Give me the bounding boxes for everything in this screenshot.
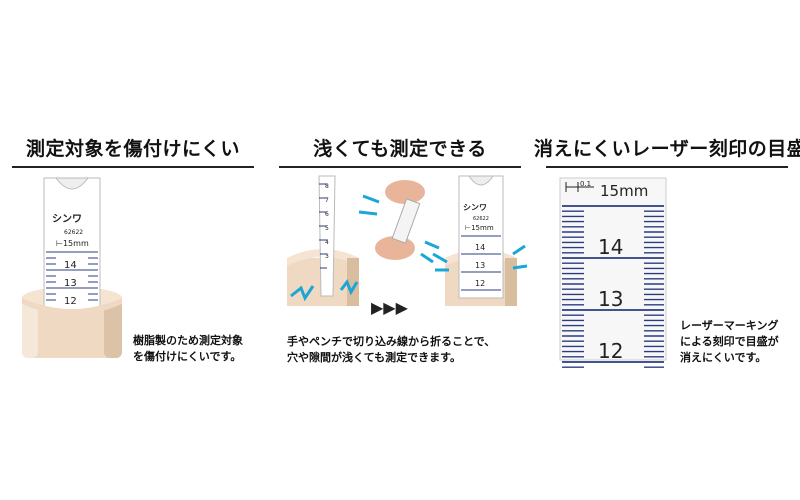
gauge-tick-label: 14 xyxy=(64,260,77,271)
gauge-tick-label: 12 xyxy=(64,296,77,307)
long-gauge-tick: 5 xyxy=(325,225,329,232)
panel-title: 測定対象を傷付けにくい xyxy=(25,138,241,160)
impact-spark-right xyxy=(432,244,528,272)
description-line: を傷付けにくいです。 xyxy=(133,350,242,363)
gauge-tick-label: 12 xyxy=(475,279,485,288)
panel-title: 消えにくいレーザー刻印の目盛 xyxy=(534,138,800,160)
scale-tick-label: 12 xyxy=(598,339,623,363)
fingers-breaking-gauge xyxy=(375,180,425,260)
scale-unit-label: 15mm xyxy=(600,182,648,200)
taper-gauge: シンワ 62622 ⊢15mm 14 13 12 xyxy=(43,177,101,311)
long-gauge-tick: 6 xyxy=(325,211,329,218)
scale-marker-bracket xyxy=(565,182,594,192)
panel-laser-marking: 消えにくいレーザー刻印の目盛 0.1 15mm 14 13 12 レーザーマーキ… xyxy=(534,0,800,500)
gauge-unit: ⊢15mm xyxy=(56,239,89,248)
gauge-unit: ⊢15mm xyxy=(465,224,494,232)
description-line: 消えにくいです。 xyxy=(680,351,767,364)
scale-tick-label: 13 xyxy=(598,287,623,311)
panel-title: 浅くても測定できる xyxy=(313,138,487,160)
gauge-brand: シンワ xyxy=(463,203,487,212)
gauge-in-cylinder-illustration: シンワ 62622 ⊢15mm 14 13 12 xyxy=(22,177,122,358)
gauge-model: 62622 xyxy=(64,229,83,236)
panel-description: 樹脂製のため測定対象 を傷付けにくいです。 xyxy=(133,333,243,365)
long-gauge-tick: 3 xyxy=(325,253,329,260)
scale-tick-label: 14 xyxy=(598,235,623,259)
panel-shallow-measure: 浅くても測定できる 8 7 6 5 4 3 xyxy=(267,0,533,500)
impact-spark-left xyxy=(290,278,359,302)
gauge-tick-label: 14 xyxy=(475,243,485,252)
scale-small-label: 0.1 xyxy=(580,180,591,188)
scale-graduations xyxy=(562,205,664,368)
title-underline xyxy=(12,166,254,168)
long-gauge-tick: 8 xyxy=(325,183,329,190)
short-taper-gauge: シンワ 62622 ⊢15mm 14 13 12 xyxy=(458,175,504,299)
laser-scale-closeup: 0.1 15mm 14 13 12 xyxy=(559,177,667,368)
description-line: による刻印で目盛が xyxy=(680,335,779,348)
panel-description: 手やペンチで切り込み線から折ることで、 穴や隙間が浅くても測定できます。 xyxy=(287,334,495,366)
long-gauge-tick: 7 xyxy=(325,197,329,204)
title-underline xyxy=(546,166,788,168)
snap-lines xyxy=(358,194,440,264)
description-line: 樹脂製のため測定対象 xyxy=(133,334,243,347)
gauge-brand: シンワ xyxy=(52,213,82,225)
description-line: 手やペンチで切り込み線から折ることで、 xyxy=(287,335,496,348)
break-off-illustration: 8 7 6 5 4 3 ▶▶▶ xyxy=(287,175,528,317)
long-gauge-tick: 4 xyxy=(325,239,329,246)
description-line: レーザーマーキング xyxy=(680,319,779,332)
gauge-tick-label: 13 xyxy=(475,261,485,270)
title-underline xyxy=(279,166,521,168)
description-line: 穴や隙間が浅くても測定できます。 xyxy=(287,351,462,364)
long-taper-gauge: 8 7 6 5 4 3 xyxy=(318,175,336,297)
gauge-tick-label: 13 xyxy=(64,278,77,289)
panel-scratch-free: 測定対象を傷付けにくい シンワ 62622 ⊢15mm xyxy=(0,0,266,500)
gauge-model: 62622 xyxy=(473,216,489,222)
sequence-arrows: ▶▶▶ xyxy=(371,298,409,317)
panel-description: レーザーマーキング による刻印で目盛が 消えにくいです。 xyxy=(680,318,779,366)
